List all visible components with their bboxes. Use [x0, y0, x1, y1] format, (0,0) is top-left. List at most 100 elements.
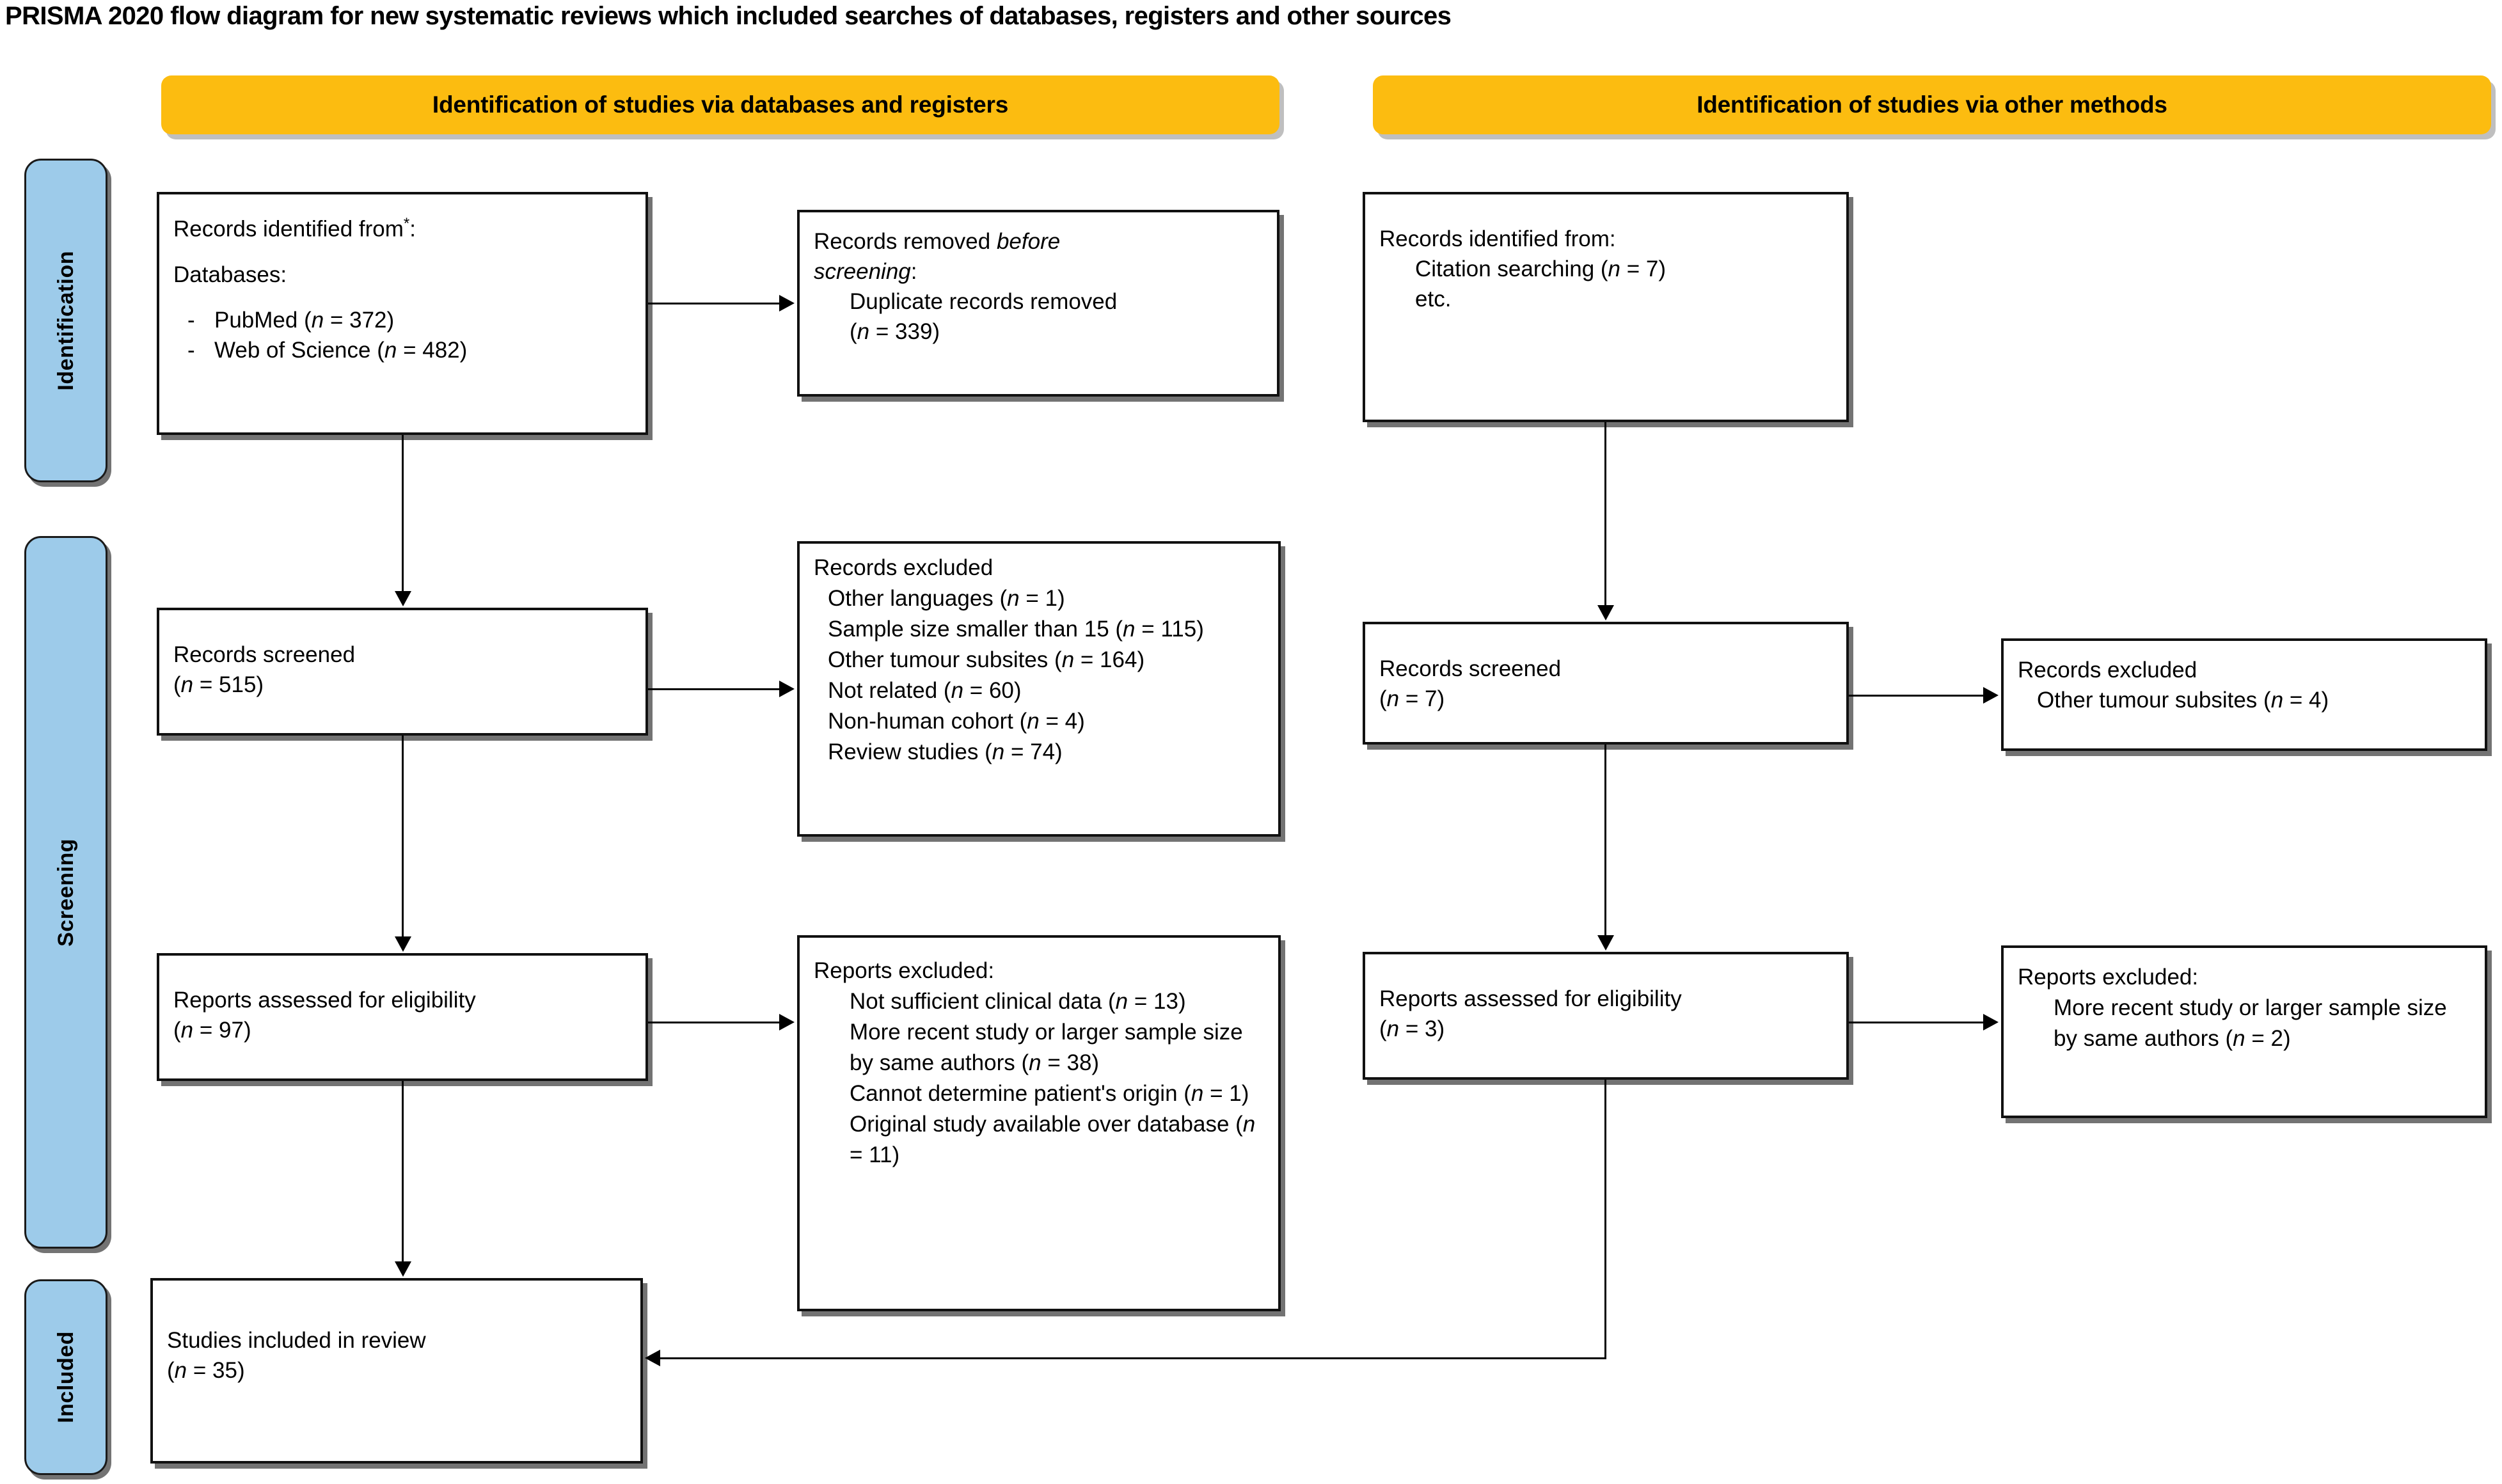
- excl-count: = 11): [850, 1142, 900, 1167]
- stage-pill-included: Included: [24, 1279, 107, 1475]
- node-records-excluded-databases: Records excluded Other languages (n = 1)…: [797, 541, 1281, 837]
- connector-other-to-included-horizontal: [660, 1357, 1606, 1359]
- bullet-dash: -: [187, 337, 195, 363]
- connector-assessed-to-excluded-other: [1849, 1022, 1986, 1023]
- n-italic: n: [1123, 617, 1136, 642]
- stage-label-identification: Identification: [53, 250, 78, 391]
- excl-label: Other tumour subsites (: [2037, 688, 2271, 713]
- studies-included-title: Studies included in review: [167, 1328, 426, 1353]
- records-excluded-db-title: Records excluded: [814, 555, 994, 580]
- excl-count: = 60): [963, 678, 1022, 703]
- spacer: [167, 1310, 628, 1325]
- n-italic: n: [1386, 686, 1400, 711]
- excl-label: Non-human cohort (: [828, 709, 1027, 734]
- n-italic: n: [180, 672, 194, 697]
- records-identified-other-title: Records identified from:: [1379, 226, 1616, 251]
- reports-excluded-other-title: Reports excluded:: [2018, 965, 2199, 990]
- excl-count: = 74): [1004, 739, 1063, 764]
- connector-other-to-included-vertical: [1604, 1080, 1606, 1359]
- list-item: Cannot determine patient's origin (n = 1…: [814, 1078, 1265, 1109]
- reports-assessed-db-count-pre: (: [173, 1018, 181, 1043]
- n-italic: n: [174, 1358, 187, 1383]
- n-italic: n: [1007, 586, 1020, 611]
- n-italic: n: [951, 678, 964, 703]
- excl-count: = 38): [1041, 1050, 1100, 1075]
- node-reports-excluded-databases: Reports excluded: Not sufficient clinica…: [797, 935, 1281, 1311]
- list-item: Not sufficient clinical data (n = 13): [814, 986, 1265, 1017]
- arrowhead-right: [779, 1014, 795, 1030]
- bullet-dash: -: [187, 307, 195, 333]
- spacer: [173, 970, 633, 985]
- excl-count: = 4): [1039, 709, 1085, 734]
- db-source-count: = 482): [397, 337, 468, 363]
- n-italic: n: [1027, 709, 1040, 734]
- excl-label: Cannot determine patient's origin (: [850, 1081, 1191, 1106]
- connector-identified-to-removed-db: [648, 303, 782, 304]
- records-screened-other-count-pre: (: [1379, 686, 1387, 711]
- node-records-removed-before-screening: Records removed before screening: Duplic…: [797, 210, 1279, 397]
- reports-assessed-other-title: Reports assessed for eligibility: [1379, 986, 1682, 1011]
- excl-count: = 115): [1135, 617, 1204, 642]
- records-removed-line2-italic: screening: [814, 259, 911, 284]
- records-identified-other-etc: etc.: [1415, 287, 1452, 312]
- excl-label: More recent study or larger sample size …: [850, 1020, 1243, 1075]
- excl-label: More recent study or larger sample size …: [2054, 995, 2447, 1051]
- list-item: Other tumour subsites (n = 4): [2018, 685, 2472, 715]
- stage-pill-identification: Identification: [24, 159, 107, 482]
- spacer: [173, 290, 633, 305]
- n-italic: n: [1115, 989, 1128, 1014]
- studies-included-count: = 35): [187, 1358, 245, 1383]
- excl-label: Not related (: [828, 678, 951, 703]
- spacer: [1379, 968, 1833, 984]
- n-italic: n: [1242, 1112, 1256, 1137]
- excl-label: Other tumour subsites (: [828, 647, 1062, 672]
- arrowhead-down: [395, 936, 411, 952]
- connector-screened-to-excluded-other: [1849, 695, 1986, 697]
- excl-label: Other languages (: [828, 586, 1008, 611]
- node-reports-assessed-other: Reports assessed for eligibility (n = 3): [1363, 952, 1849, 1080]
- excl-label: Not sufficient clinical data (: [850, 989, 1116, 1014]
- n-italic: n: [180, 1018, 194, 1043]
- records-identified-db-superscript: *: [403, 215, 410, 232]
- spacer: [1379, 209, 1833, 224]
- node-studies-included: Studies included in review (n = 35): [150, 1278, 643, 1464]
- records-screened-db-title: Records screened: [173, 642, 356, 667]
- records-identified-db-colon: :: [409, 216, 416, 242]
- arrowhead-right: [779, 295, 795, 312]
- node-reports-excluded-other: Reports excluded: More recent study or l…: [2001, 945, 2487, 1118]
- spacer: [173, 244, 633, 260]
- arrowhead-down: [1597, 605, 1614, 620]
- records-removed-line1-italic: before: [996, 229, 1061, 254]
- arrowhead-down: [395, 1261, 411, 1277]
- records-identified-db-title: Records identified from: [173, 216, 404, 242]
- list-item: Review studies (n = 74): [814, 737, 1265, 768]
- list-item: Original study available over database (…: [814, 1109, 1265, 1171]
- records-removed-item1: Duplicate records removed: [850, 289, 1118, 314]
- excl-count: = 2): [2245, 1026, 2291, 1051]
- arrowhead-down: [1597, 935, 1614, 951]
- studies-included-count-pre: (: [167, 1358, 175, 1383]
- connector-assessed-to-excluded-db: [648, 1022, 782, 1023]
- citation-searching-label: Citation searching (: [1415, 257, 1608, 281]
- connector-identified-to-screened-other: [1604, 422, 1606, 605]
- excl-label: Sample size smaller than 15 (: [828, 617, 1123, 642]
- reports-assessed-db-title: Reports assessed for eligibility: [173, 988, 476, 1013]
- n-italic: n: [1608, 257, 1621, 281]
- records-screened-db-count: = 515): [193, 672, 264, 697]
- connector-assessed-to-included-db: [402, 1081, 404, 1261]
- db-source-label: Web of Science (: [214, 337, 384, 363]
- records-identified-db-subheading: Databases:: [173, 262, 287, 287]
- column-header-other-methods: Identification of studies via other meth…: [1373, 75, 2491, 134]
- n-italic: n: [2270, 688, 2284, 713]
- stage-label-screening: Screening: [53, 838, 78, 947]
- node-records-screened-databases: Records screened (n = 515): [157, 608, 648, 736]
- records-removed-line2-tail: :: [910, 259, 917, 284]
- column-header-databases: Identification of studies via databases …: [161, 75, 1279, 134]
- n-italic: n: [384, 337, 397, 363]
- arrowhead-right: [779, 681, 795, 697]
- n-italic: n: [2233, 1026, 2245, 1051]
- n-italic: n: [1061, 647, 1075, 672]
- node-records-identified-databases: Records identified from*: Databases: - P…: [157, 192, 648, 435]
- spacer: [173, 624, 633, 640]
